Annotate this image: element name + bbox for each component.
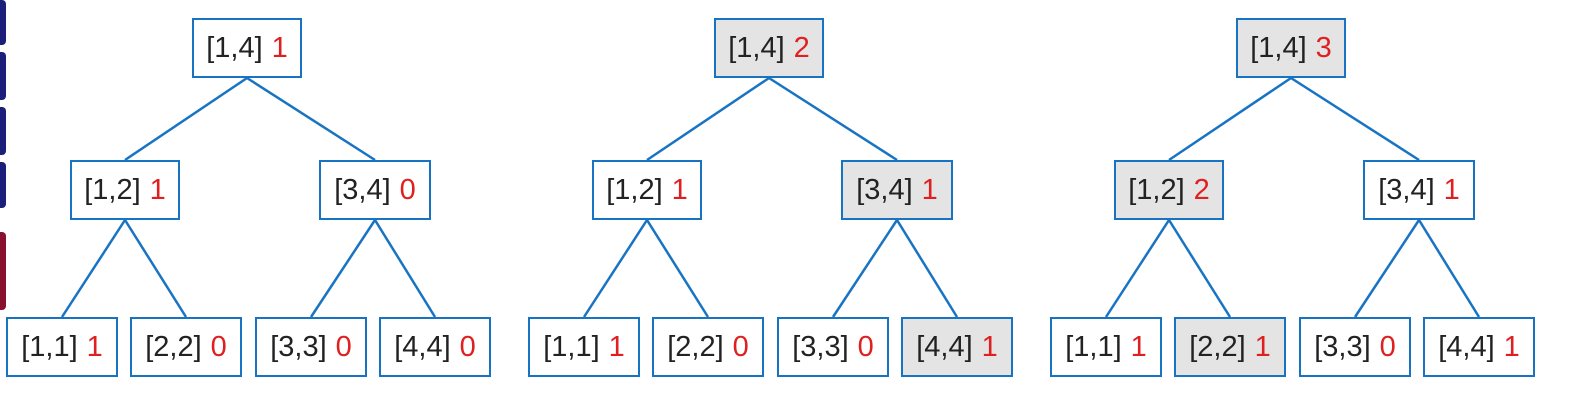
tree-edge (582, 219, 649, 318)
left-edge-tab (0, 162, 6, 208)
tree-edge (1417, 219, 1481, 318)
tree-edge (373, 219, 437, 318)
tree-edge (60, 219, 127, 318)
tree-edge (645, 219, 710, 318)
tree-node: [1,4]1 (192, 18, 302, 78)
node-range: [4,4] (1438, 330, 1495, 363)
node-count: 1 (1254, 330, 1271, 363)
node-range: [1,4] (1250, 31, 1307, 64)
tree-node: [1,1]1 (528, 317, 640, 377)
node-count: 1 (149, 173, 166, 206)
node-count: 1 (671, 173, 688, 206)
tree-edge (1353, 219, 1421, 318)
tree-edge (1104, 219, 1171, 318)
tree-node: [3,3]0 (255, 317, 367, 377)
tree-node: [3,4]1 (841, 160, 953, 220)
node-count: 0 (335, 330, 352, 363)
left-edge-tab (0, 52, 6, 100)
node-count: 1 (1443, 173, 1460, 206)
node-range: [3,4] (334, 173, 391, 206)
node-range: [1,2] (84, 173, 141, 206)
node-count: 1 (86, 330, 103, 363)
node-count: 1 (1503, 330, 1520, 363)
tree-node: [2,2]0 (130, 317, 242, 377)
node-range: [4,4] (916, 330, 973, 363)
tree-edge (831, 219, 899, 318)
tree-node: [4,4]0 (379, 317, 491, 377)
node-range: [1,1] (543, 330, 600, 363)
node-count: 1 (1130, 330, 1147, 363)
node-count: 1 (981, 330, 998, 363)
node-range: [3,4] (1378, 173, 1435, 206)
node-count: 2 (793, 31, 810, 64)
node-count: 1 (608, 330, 625, 363)
node-count: 3 (1315, 31, 1332, 64)
node-range: [3,3] (792, 330, 849, 363)
tree-node: [3,4]1 (1363, 160, 1475, 220)
tree-node: [1,2]1 (70, 160, 180, 220)
node-range: [1,2] (1128, 173, 1185, 206)
node-count: 0 (210, 330, 227, 363)
tree-edge (895, 219, 959, 318)
node-range: [1,4] (728, 31, 785, 64)
node-count: 1 (271, 31, 288, 64)
tree-edge (1168, 76, 1292, 162)
node-range: [1,1] (21, 330, 78, 363)
tree-edge (768, 76, 898, 162)
left-edge-tab (0, 107, 6, 155)
tree-node: [3,3]0 (1299, 317, 1411, 377)
tree-node: [4,4]1 (901, 317, 1013, 377)
node-range: [1,1] (1065, 330, 1122, 363)
tree-node: [1,2]2 (1114, 160, 1224, 220)
tree-node: [3,3]0 (777, 317, 889, 377)
node-count: 1 (921, 173, 938, 206)
tree-edge (246, 76, 376, 162)
node-count: 0 (399, 173, 416, 206)
tree-node: [4,4]1 (1423, 317, 1535, 377)
tree-node: [2,2]0 (652, 317, 764, 377)
node-range: [4,4] (394, 330, 451, 363)
node-range: [2,2] (145, 330, 202, 363)
tree-node: [1,4]2 (714, 18, 824, 78)
node-range: [3,4] (856, 173, 913, 206)
node-count: 0 (1379, 330, 1396, 363)
tree-edge (124, 76, 248, 162)
tree-edge (1290, 76, 1420, 162)
node-range: [3,3] (270, 330, 327, 363)
node-range: [1,4] (206, 31, 263, 64)
tree-node: [1,1]1 (6, 317, 118, 377)
tree-node: [1,2]1 (592, 160, 702, 220)
node-count: 0 (857, 330, 874, 363)
node-range: [2,2] (1189, 330, 1246, 363)
node-range: [1,2] (606, 173, 663, 206)
node-count: 2 (1193, 173, 1210, 206)
node-range: [2,2] (667, 330, 724, 363)
tree-node: [1,4]3 (1236, 18, 1346, 78)
tree-edge (1167, 219, 1232, 318)
left-edge-tab (0, 0, 6, 45)
tree-node: [2,2]1 (1174, 317, 1286, 377)
tree-edge (646, 76, 770, 162)
left-edge-tab (0, 232, 6, 310)
node-count: 0 (732, 330, 749, 363)
node-count: 0 (459, 330, 476, 363)
node-range: [3,3] (1314, 330, 1371, 363)
tree-edge (123, 219, 188, 318)
tree-node: [3,4]0 (319, 160, 431, 220)
tree-node: [1,1]1 (1050, 317, 1162, 377)
tree-edge (309, 219, 377, 318)
